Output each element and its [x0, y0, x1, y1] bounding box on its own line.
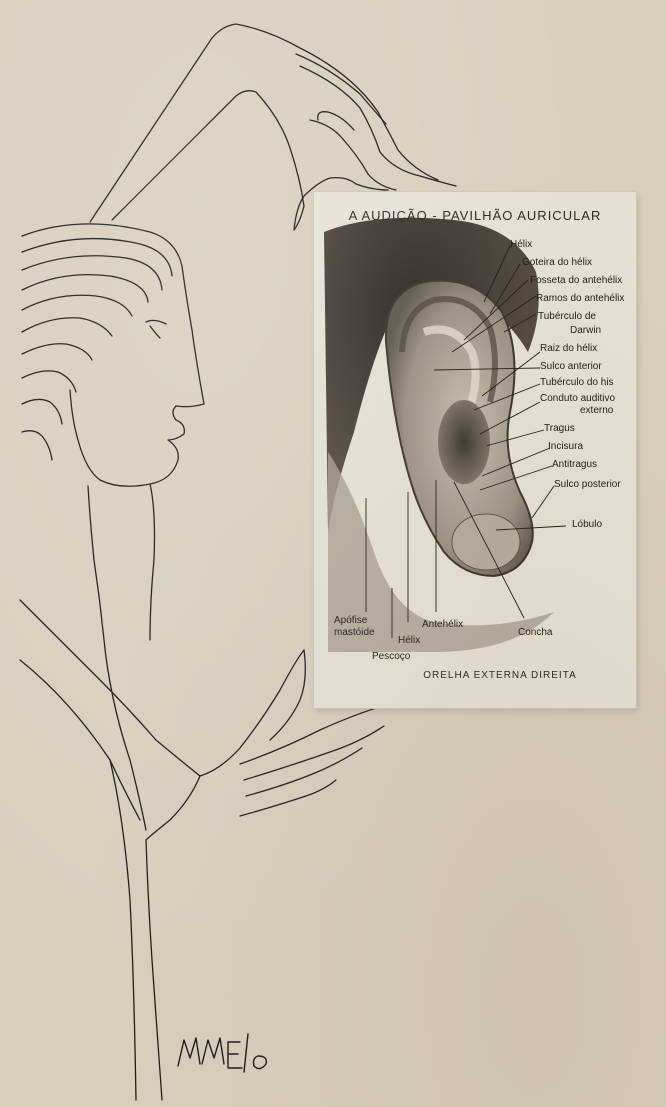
upper-finger-1 — [296, 54, 386, 124]
label-ramos: Ramos do antehélix — [536, 294, 624, 304]
label-antitragus: Antitragus — [552, 460, 597, 470]
face-profile — [100, 266, 204, 486]
raised-arm-inner — [112, 91, 304, 230]
label-concha: Concha — [518, 628, 552, 638]
label-apofise-2: mastóide — [334, 628, 375, 638]
hair-line-4 — [22, 275, 148, 302]
label-helix-bottom: Hélix — [398, 636, 420, 646]
label-pescoco: Pescoço — [372, 652, 410, 662]
hair-line-8 — [22, 371, 76, 392]
hair-line-6 — [22, 318, 112, 336]
hair-line-10 — [22, 431, 52, 460]
lower-finger-4 — [240, 780, 336, 816]
lower-finger-2 — [244, 726, 384, 780]
hair-line-2 — [22, 239, 172, 276]
shoulder-arm — [20, 600, 200, 776]
label-incisura: Incisura — [548, 442, 583, 452]
label-sulco-anterior: Sulco anterior — [540, 362, 602, 372]
label-apofise-1: Apófise — [334, 616, 367, 626]
label-conduto-2: externo — [580, 406, 613, 416]
arm-lower — [20, 660, 140, 820]
label-lobulo: Lóbulo — [572, 520, 602, 530]
label-sulco-posterior: Sulco posterior — [554, 480, 621, 490]
lower-hand — [200, 650, 305, 776]
lower-palm — [146, 776, 200, 840]
label-tuberculo-his: Tubérculo do his — [540, 378, 614, 388]
label-fosseta: Fosseta do antehélix — [530, 276, 622, 286]
diagram-caption: ORELHA EXTERNA DIREITA — [314, 670, 636, 681]
body-line — [110, 760, 136, 1100]
hair-line-3 — [22, 256, 162, 290]
upper-finger-2 — [300, 66, 456, 186]
lobe — [452, 514, 520, 570]
lower-wrist — [146, 840, 162, 1100]
label-raiz: Raiz do hélix — [540, 344, 597, 354]
label-conduto-1: Conduto auditivo — [540, 394, 615, 404]
label-tuberculo-darwin-2: Darwin — [570, 326, 601, 336]
neck-back — [88, 486, 146, 830]
label-tuberculo-darwin-1: Tubérculo de — [538, 312, 596, 322]
label-tragus: Tragus — [544, 424, 575, 434]
concha — [438, 400, 490, 484]
hair-line-7 — [22, 344, 92, 360]
label-goteira: Goteira do hélix — [522, 258, 592, 268]
artist-signature — [176, 1028, 276, 1078]
hair-line-5 — [22, 295, 132, 316]
label-antehelix: Antehélix — [422, 620, 463, 630]
diagram-title: A AUDIÇÃO - PAVILHÃO AURICULAR — [314, 208, 636, 223]
hair-line-9 — [22, 399, 62, 424]
ear-diagram-card: A AUDIÇÃO - PAVILHÃO AURICULAR Hélix Got… — [314, 192, 636, 708]
upper-finger-5 — [318, 112, 354, 130]
eye — [146, 320, 166, 338]
chin-jaw — [70, 390, 100, 480]
label-helix-top: Hélix — [510, 240, 532, 250]
neck-front — [150, 484, 155, 640]
lower-finger-1 — [240, 704, 432, 765]
